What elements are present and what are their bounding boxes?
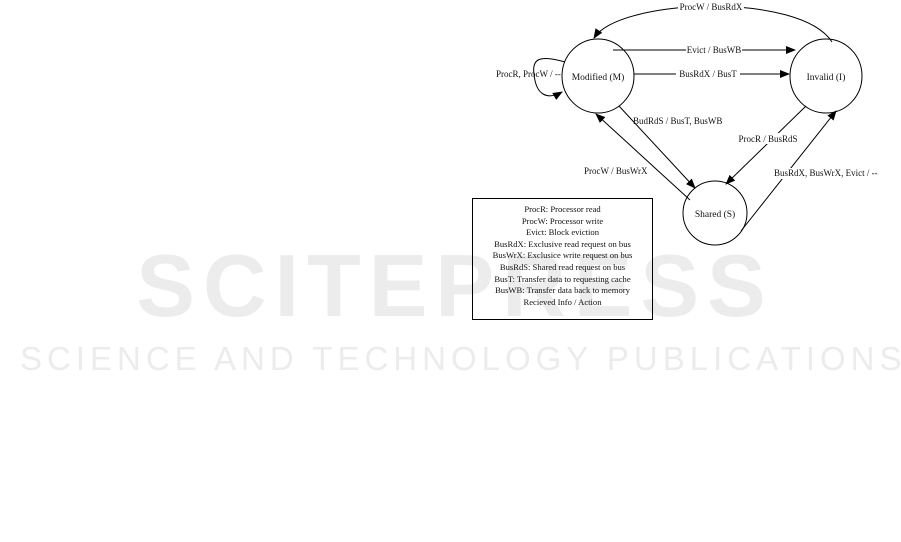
- legend-item: BusWB: Transfer data back to memory: [495, 285, 630, 296]
- legend-item: BusRdX: Exclusive read request on bus: [494, 238, 631, 249]
- edge-label-bg: [676, 69, 740, 79]
- edge-label-procr-procw: ProcR, ProcW / --: [496, 69, 561, 79]
- edge-label-bg: [678, 1, 744, 12]
- edge-label-busrdx-bust: BusRdX / BusT: [679, 69, 737, 79]
- edge-label-bg: [736, 133, 800, 144]
- edge-label-procw-buswrx: ProcW / BusWrX: [584, 166, 648, 176]
- edge-label-evict-buswb: Evict / BusWB: [687, 45, 742, 55]
- edge-label-budrds-bust-buswb: BudRdS / BusT, BusWB: [633, 116, 722, 126]
- legend-item: ProcR: Processor read: [524, 204, 601, 214]
- state-modified-node: [561, 38, 635, 114]
- edge-label-procw-busrdx: ProcW / BusRdX: [680, 2, 743, 12]
- state-shared-node: [682, 180, 748, 246]
- edge-label-busrdx-buswrx-evict: BusRdX, BusWrX, Evict / --: [774, 168, 878, 178]
- state-shared-label: Shared (S): [695, 209, 735, 220]
- state-modified-label: Modified (M): [572, 72, 625, 83]
- edge-invalid-to-shared: [725, 105, 807, 185]
- edge-label-bg: [773, 168, 881, 179]
- legend-item: Recieved Info / Action: [523, 296, 602, 307]
- watermark-subtitle: SCIENCE AND TECHNOLOGY PUBLICATIONS: [20, 340, 901, 377]
- legend-item: BusWrX: Exclusice write request on bus: [492, 250, 633, 261]
- edge-modified-to-shared: [618, 105, 696, 189]
- edge-label-procr-busrds: ProcR / BusRdS: [738, 134, 797, 144]
- legend-item: Evict: Block eviction: [525, 227, 600, 238]
- edge-modified-self-loop: [533, 58, 566, 100]
- legend-item: BusRdS: Shared read request on bus: [499, 261, 626, 272]
- state-invalid-node: [789, 38, 863, 114]
- state-invalid-label: Invalid (I): [807, 72, 846, 83]
- legend-item: BusT: Transfer data to requesting cache: [494, 273, 631, 284]
- edge-label-bg: [686, 45, 742, 55]
- edge-shared-to-modified: [595, 113, 691, 201]
- watermark-title: SCITEPRESS: [136, 236, 774, 335]
- legend-item: ProcW: Processor write: [521, 215, 604, 226]
